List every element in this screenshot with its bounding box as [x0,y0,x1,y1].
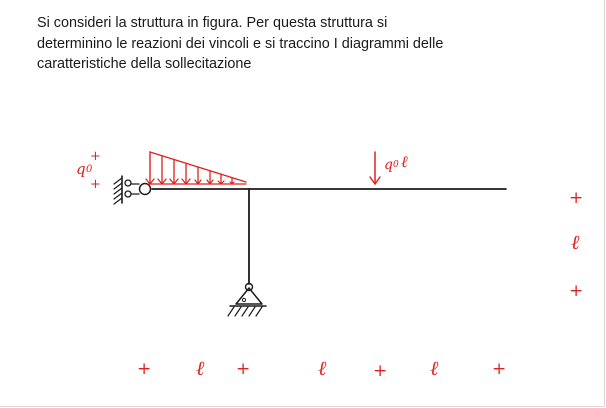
annotation-labels: + q 0 + q 0 ℓ + ℓ + + ℓ + ℓ + ℓ + [76,149,583,381]
hinge-triangle [235,287,263,305]
point-load-arrowhead [369,176,381,185]
roller-links [130,183,140,195]
left-roller-support [113,175,152,205]
left-hinge-pin [138,182,152,196]
wall-hatching [113,177,123,205]
bottom-length-3: ℓ [430,356,439,380]
right-length: ℓ [571,230,580,254]
problem-line-1: Si consideri la struttura in figura. Per… [37,15,388,31]
bottom-plus-3: + [373,361,387,381]
concentrated-load [369,151,381,185]
point-load-subscript: 0 [393,160,399,170]
bottom-plus-4: + [492,359,506,379]
right-plus-top: + [569,188,583,208]
point-load-length: ℓ [401,152,408,171]
bottom-length-2: ℓ [318,356,327,380]
bottom-plus-2: + [236,359,250,379]
bottom-hinge-support [227,282,267,317]
roller-wheel-top [124,179,132,187]
bottom-plus-1: + [137,359,151,379]
ground-hatching [227,306,263,317]
problem-statement: Si consideri la struttura in figura. Per… [37,13,577,75]
right-plus-bottom: + [569,281,583,301]
plus-left-bottom: + [90,177,101,192]
distributed-load [145,151,247,185]
bottom-length-1: ℓ [196,356,205,380]
bottom-hinge-pin [244,282,254,292]
hinge-detail [241,297,247,303]
distributed-load-subscript: 0 [86,164,93,175]
problem-line-3: caratteristiche della sollecitazione [37,56,252,72]
plus-left-top: + [90,149,101,164]
point-load-symbol: q [384,157,393,173]
structure [151,188,507,285]
problem-line-2: determinino le reazioni dei vincoli e si… [37,35,444,52]
distributed-load-symbol: q [76,160,86,178]
